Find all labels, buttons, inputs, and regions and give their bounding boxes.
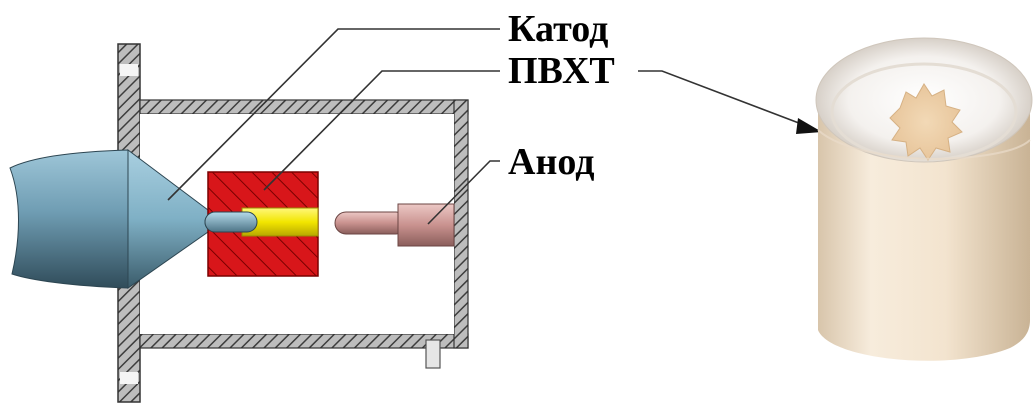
cathode-leader-line <box>167 28 500 201</box>
pvxt-target <box>204 171 319 277</box>
anode-leader-line <box>427 160 500 225</box>
vacuum-chamber-housing <box>139 99 469 369</box>
cathode-label: Катод <box>508 8 609 50</box>
pvxt-leader-line <box>263 70 500 191</box>
anode-label: Анод <box>508 141 595 183</box>
sample-leader-line <box>638 70 813 129</box>
pvxt-sample-photo <box>815 37 1033 361</box>
pvxt-label: ПВХТ <box>508 50 615 92</box>
anode <box>334 203 455 247</box>
arrowhead-icon <box>796 118 822 134</box>
leader-lines <box>167 28 813 225</box>
